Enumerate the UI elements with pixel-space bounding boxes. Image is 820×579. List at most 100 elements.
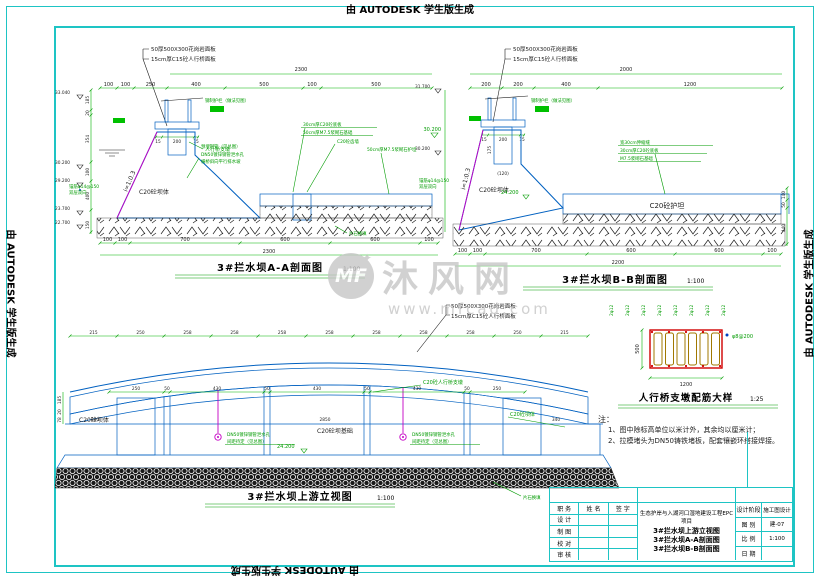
dim-label: 700	[180, 237, 190, 243]
dam-wall	[65, 386, 603, 456]
mfcad-logo-icon: MF ✦	[328, 251, 374, 299]
dim-label: 258	[230, 330, 238, 336]
bar-label: 2φ12	[721, 305, 727, 316]
dam-body: i=1:0.3 C20砼坝体	[458, 129, 564, 231]
bar-label: 2φ12	[641, 305, 647, 316]
dim-label: 200	[513, 82, 523, 88]
water-level-symbol	[99, 149, 125, 157]
pipe-label: DN50镀锌钢管泄水孔	[227, 431, 271, 438]
green-tag	[469, 116, 481, 121]
info-label: 图 别	[736, 517, 762, 531]
tie-label: φ8@200	[732, 334, 753, 340]
autodesk-stamp-left: 由 AUTODESK 学生版生成	[4, 229, 16, 358]
rebar-detail-drawing: 2φ12 2φ12 2φ12 2φ12 2φ12 2φ12 2φ12 2φ12 …	[609, 305, 778, 409]
star-icon: ✦	[361, 251, 372, 265]
project-name: 生态护岸与入湖河口湿地建设工程EPC项目	[639, 511, 734, 525]
role-label: 校 对	[550, 537, 580, 549]
green-tag	[535, 106, 549, 112]
anchor-note: 锚筋φ14@150 双层双向	[69, 183, 99, 196]
slab-label: 30cm厚C20砼底板	[620, 147, 659, 154]
dim-label: 258	[278, 330, 286, 336]
name-cell	[579, 526, 609, 537]
dim-label: 250	[146, 82, 156, 88]
logo-text: MF	[335, 265, 367, 287]
pipe-label: 间距待定（见总图）	[412, 438, 452, 445]
dim-label: 400	[191, 82, 201, 88]
slab-label: 30cm厚C20砼底板	[303, 121, 342, 128]
bar-callouts: 2φ12 2φ12 2φ12 2φ12 2φ12 2φ12 2φ12 2φ12	[609, 305, 727, 316]
anchor-note: 锚筋φ14@150 双层双向 24.200	[419, 177, 530, 200]
dim-label: 15	[481, 137, 487, 143]
bar-label: 2φ12	[609, 305, 615, 316]
autodesk-stamp-bottom: 由 AUTODESK 学生版生成	[231, 564, 359, 575]
vdim-label: 185	[85, 96, 91, 104]
bottom-dimension-chain: 100 100 700 600 600 100 2200	[453, 248, 783, 267]
apron-structure: C20砼护坦	[562, 193, 790, 225]
dim-label: 200	[481, 82, 491, 88]
railing: 钢制护栏（做法见图）	[469, 95, 575, 121]
dam-body-label: C20砼坝体	[510, 411, 535, 418]
dim-label: 430	[213, 386, 221, 392]
dim-label: 600	[370, 237, 380, 243]
info-value: 建-07	[769, 522, 785, 529]
bar-label: 2φ12	[625, 305, 631, 316]
sign-cell	[609, 538, 637, 549]
info-label: 日 期	[736, 546, 762, 560]
sheet-title: 3#拦水坝B-B剖面图	[653, 545, 720, 553]
pier-section: φ8@200	[649, 329, 753, 369]
tie-bar-dot	[725, 333, 729, 337]
dim-label: 215	[89, 330, 97, 336]
apron-label: 50cm厚M7.5浆砌石护坦	[367, 146, 417, 153]
elevation-label: 33.040	[55, 90, 70, 96]
pier-label: C20砼人行桥支墩	[423, 379, 463, 386]
dim-label: 50	[264, 386, 270, 392]
top-dimension-chain: 215 250 258 258 258 258 258 258 258 250 …	[68, 330, 590, 338]
sheet-name-cell: 生态护岸与入湖河口湿地建设工程EPC项目 3#拦水坝上游立视图 3#拦水坝A-A…	[638, 503, 736, 560]
view-title: 3#拦水坝A-A剖面图	[217, 261, 323, 274]
pipe-label: 横桥斜向平行排水坡	[201, 158, 241, 165]
pier-width-dim: (120)	[497, 171, 509, 177]
base-label: 50cm厚M7.5浆砌石基础	[303, 129, 353, 136]
elevation-label: 23.700	[55, 206, 70, 212]
top-dimension-total: 2300	[170, 67, 432, 75]
section-a-drawing: 50厚500X300花岗岩面板 15cm厚C15砼人行桥面板 2300 100 …	[55, 45, 444, 279]
green-tag	[210, 106, 224, 112]
base-label: M7.5浆砌石基础	[620, 155, 653, 162]
sheet-outer-border	[6, 6, 814, 573]
dim-label: 250	[493, 386, 501, 392]
info-row: 比 例 1:100	[736, 532, 792, 547]
dim-label: 100	[121, 82, 131, 88]
dim-label: 430	[313, 386, 321, 392]
joint-label: 宽30cm伸缩缝	[620, 139, 650, 146]
dim-label: 258	[419, 330, 427, 336]
notes-heading: 注：	[598, 415, 614, 424]
railing-label: 钢制护栏（做法见图）	[531, 97, 575, 104]
dim-label: 100	[767, 248, 777, 254]
dim-label: 700	[531, 248, 541, 254]
mid-dimension-chain: 250 50 430 50 430 50 430 50 250	[107, 386, 527, 394]
dim-label: 258	[466, 330, 474, 336]
watermark: MF ✦ 沐风网 www.mfcad.com	[328, 250, 551, 318]
left-dimension-chain: 185 20 78	[57, 392, 64, 424]
dim-label: 100	[473, 248, 483, 254]
dim-label: 15	[193, 139, 199, 145]
sign-cell	[609, 526, 637, 537]
top-callouts: 50厚500X300花岗岩面板 15cm厚C15砼人行桥面板	[142, 45, 216, 127]
dim-label: 250	[513, 330, 521, 336]
info-value: 施工图设计	[763, 507, 791, 514]
info-value: 1:100	[769, 535, 785, 542]
autodesk-stamp-right: 由 AUTODESK 学生版生成	[804, 229, 816, 358]
empty-cell	[736, 488, 792, 502]
vdim-label: 78	[57, 417, 63, 423]
vdim-label: 440	[781, 224, 787, 232]
note-item: 1、图中除标高单位以米计外，其余均以厘米计；	[608, 426, 760, 434]
note-item: 2、拉模堵头为DN50铸铁堵板，配套镶嵌环搭接焊接。	[608, 437, 779, 445]
lower-dimension-row: 340 2850 340	[91, 417, 560, 423]
info-row: 设计阶段 施工图设计	[736, 503, 792, 518]
anchor-label: 双层双向	[69, 189, 87, 196]
sheet-title: 3#拦水坝上游立视图	[653, 527, 720, 535]
info-row: 日 期	[736, 546, 792, 560]
dim-label: 215	[560, 330, 568, 336]
left-elevations: 33.040 30.200 29.200 23.700 22.700 185 2…	[55, 88, 93, 234]
